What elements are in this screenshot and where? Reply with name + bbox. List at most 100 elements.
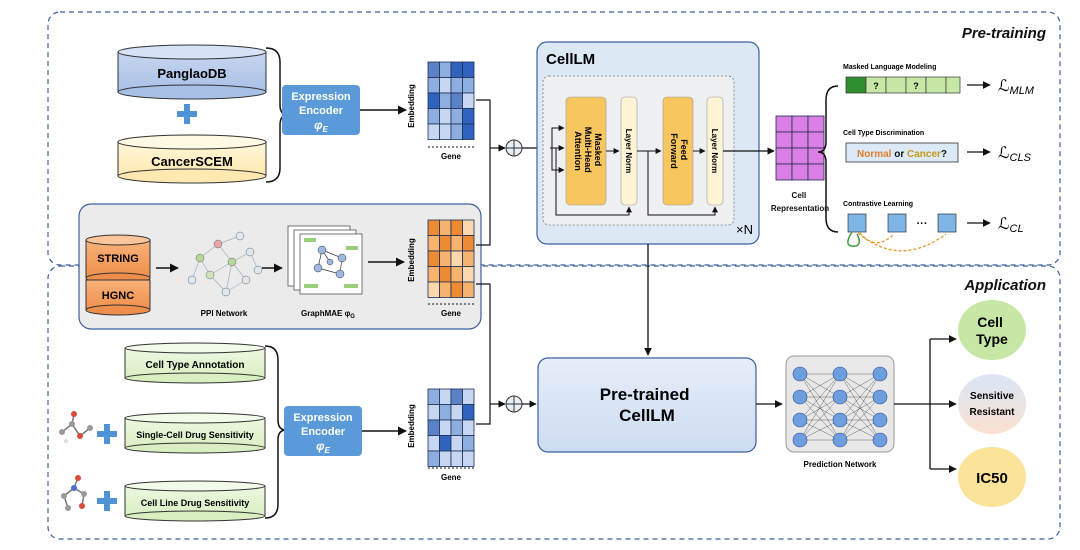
matrix-cell	[791, 115, 809, 133]
ppi-label: PPI Network	[201, 309, 248, 318]
matrix-cell	[427, 219, 440, 236]
matrix-cell	[462, 388, 475, 405]
embedding-matrix-bottom	[427, 388, 475, 467]
matrix-cell	[450, 250, 463, 267]
matrix-cell	[427, 108, 440, 125]
matrix-cell	[462, 108, 475, 125]
matrix-cell	[450, 435, 463, 452]
encoder-top-sub: E	[323, 125, 329, 134]
matrix-cell	[439, 123, 452, 140]
matrix-cell	[439, 450, 452, 467]
loss-cls-symbol: ℒ	[998, 145, 1010, 162]
output-ic50: IC50	[958, 447, 1026, 507]
matrix-cell	[791, 163, 809, 181]
nn-edge	[839, 396, 881, 441]
loss-cl-symbol: ℒ	[998, 216, 1010, 233]
expression-encoder-top: Expression Encoder φE	[282, 85, 360, 135]
output-cell-type: Cell Type	[958, 300, 1026, 360]
svg-text:Feed Forward: Feed Forward	[669, 133, 689, 169]
svg-text:Cell Type: Cell Type	[976, 314, 1008, 347]
svg-text:GraphMAE φG: GraphMAE φG	[301, 309, 355, 320]
matrix-cell	[450, 92, 463, 109]
encoder-bot-line1: Expression	[293, 412, 353, 424]
matrix-cell	[462, 250, 475, 267]
molecule-icon-2	[61, 475, 87, 511]
celllm-block: CellLM Masked Multi-Head Attention Layer…	[536, 41, 760, 245]
svg-text:ℒMLM: ℒMLM	[998, 78, 1035, 97]
matrix-cell	[462, 281, 475, 298]
out-resistant: Resistant	[969, 407, 1015, 418]
ff-line2: Forward	[669, 133, 679, 169]
matrix-cell	[427, 123, 440, 140]
matrix-cell	[450, 219, 463, 236]
matrix-cell	[807, 147, 825, 165]
panglaodb-label: PanglaoDB	[157, 66, 226, 81]
nn-edge	[799, 396, 841, 421]
pretraining-title: Pre-training	[962, 25, 1046, 42]
dataset-3-label: Cell Line Drug Sensitivity	[141, 498, 250, 508]
mlm-mask-2: ?	[913, 81, 919, 91]
loss-cl-sub: CL	[1010, 223, 1024, 235]
nn-node	[792, 432, 808, 448]
pretrained-celllm: Pre-trained CellLM	[537, 357, 757, 453]
loss-mlm-sub: MLM	[1010, 85, 1035, 97]
matrix-cell	[439, 108, 452, 125]
ctd-or: or	[891, 149, 907, 160]
matrix-cell	[450, 77, 463, 94]
cancerscem-label: CancerSCEM	[151, 154, 233, 169]
matrix-cell	[775, 163, 793, 181]
nn-node	[832, 432, 848, 448]
dataset-2-label: Single-Cell Drug Sensitivity	[136, 430, 254, 440]
cl-title: Contrastive Learning	[843, 201, 913, 208]
hgnc-label: HGNC	[102, 290, 134, 302]
matrix-cell	[439, 266, 452, 283]
matrix-cell	[450, 450, 463, 467]
matrix-cell	[439, 235, 452, 252]
string-cylinder: STRING	[85, 234, 151, 284]
gene-label-graph: Gene	[441, 309, 462, 318]
matrix-cell	[791, 147, 809, 165]
matrix-cell	[439, 77, 452, 94]
matrix-cell	[450, 108, 463, 125]
plus-icon-2	[97, 424, 117, 444]
nn-edge	[799, 419, 841, 441]
matrix-cell	[462, 77, 475, 94]
celllm-title: CellLM	[546, 51, 595, 68]
cancerscem-cylinder: CancerSCEM	[117, 134, 267, 184]
ppi-network-graph	[187, 231, 263, 297]
matrix-cell	[450, 61, 463, 78]
nn-node	[792, 389, 808, 405]
attn-line1: Masked	[593, 133, 603, 166]
nn-edge	[839, 373, 881, 441]
graphmae-sub: G	[350, 314, 355, 320]
matrix-cell	[427, 77, 440, 94]
dataset-1-label: Cell Type Annotation	[146, 360, 245, 371]
layer-norm-2: Layer Norm	[710, 129, 719, 173]
matrix-cell	[427, 419, 440, 436]
matrix-cell	[791, 131, 809, 149]
cl-ellipsis: ···	[917, 218, 928, 230]
matrix-cell	[462, 61, 475, 78]
matrix-cell	[427, 281, 440, 298]
svg-text:φE: φE	[316, 439, 330, 455]
nn-edge	[799, 373, 841, 441]
add-icon-top	[505, 139, 523, 157]
ctd-title: Cell Type Discrimination	[843, 130, 924, 137]
svg-text:φE: φE	[314, 118, 328, 134]
nn-node	[872, 432, 888, 448]
svg-text:Masked Multi-Head: Masked Multi-Head Attention	[573, 127, 603, 176]
layer-norm-1: Layer Norm	[624, 129, 633, 173]
pretrained-line2: CellLM	[619, 406, 675, 425]
nn-node	[832, 389, 848, 405]
prediction-network	[785, 355, 895, 453]
encoder-top-line2: Encoder	[299, 105, 344, 117]
matrix-cell	[807, 115, 825, 133]
molecule-icon-1	[59, 411, 93, 443]
ctd-box: Normal or Cancer?	[845, 142, 959, 163]
nn-edge	[799, 396, 841, 441]
matrix-cell	[427, 388, 440, 405]
matrix-cell	[450, 404, 463, 421]
nn-node	[792, 366, 808, 382]
out-cell-type-2: Type	[976, 331, 1008, 347]
matrix-cell	[462, 266, 475, 283]
